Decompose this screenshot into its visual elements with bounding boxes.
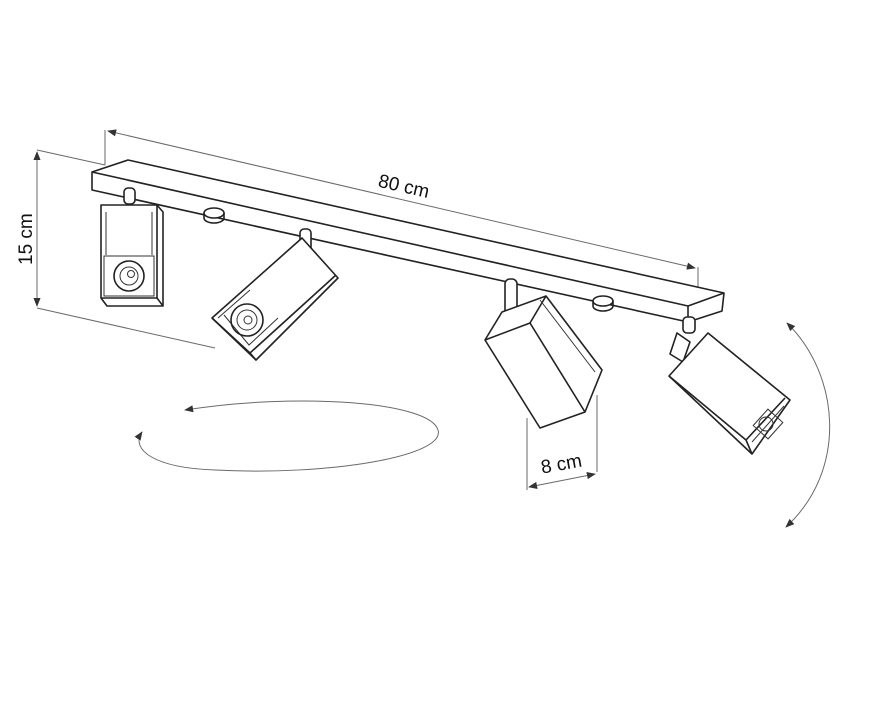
- spotlight-2: [211, 228, 339, 361]
- spotlight-3: [484, 278, 603, 429]
- rotation-horizontal-arrow-icon: [134, 400, 439, 472]
- spot-width-label: 8 cm: [539, 451, 583, 479]
- rotation-vertical-arrow-icon: [785, 322, 831, 528]
- height-label: 15 cm: [16, 213, 37, 265]
- dimension-height: 15 cm: [16, 149, 216, 349]
- mounting-bar: [91, 159, 725, 323]
- length-label: 80 cm: [376, 171, 431, 203]
- spotlight-1: [100, 187, 164, 307]
- spotlight-4: [668, 316, 791, 455]
